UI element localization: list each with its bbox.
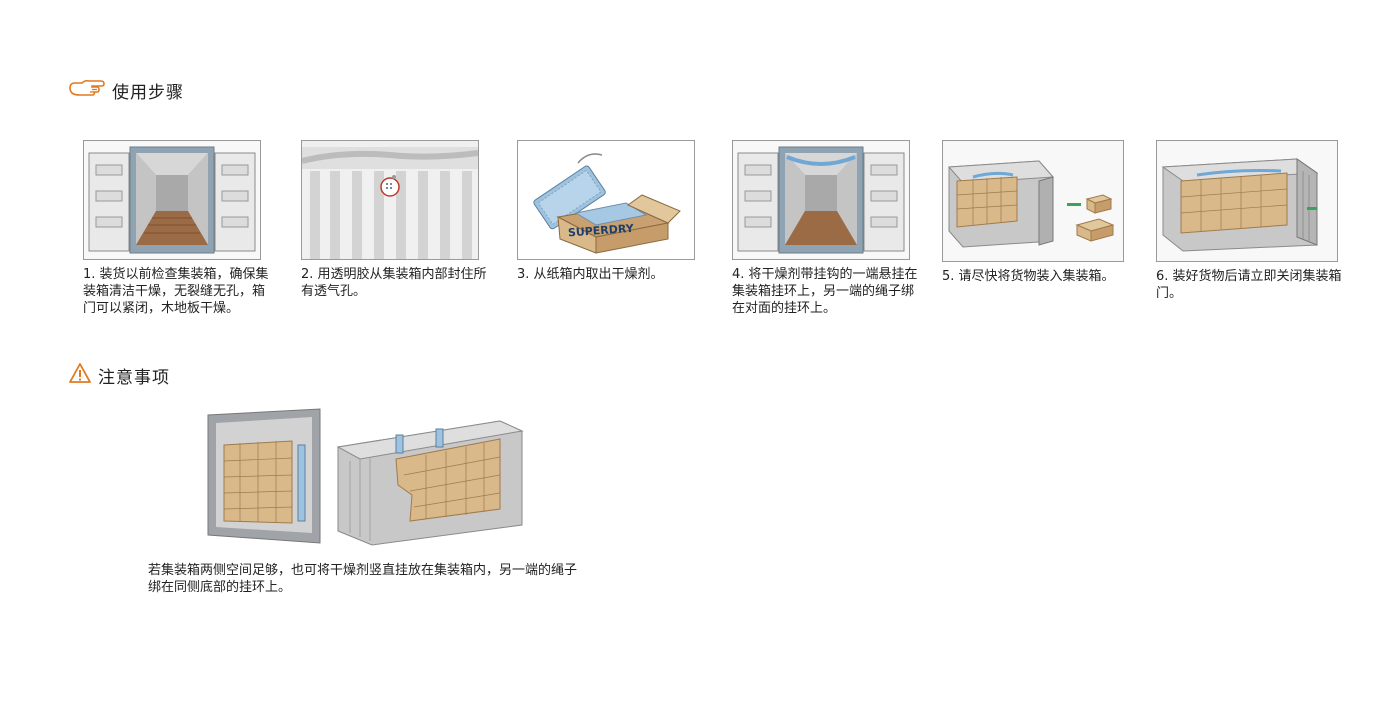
step-4-illustration (732, 140, 910, 260)
step-3-illustration: SUPERDRY (517, 140, 695, 260)
step-3-caption: 3. 从纸箱内取出干燥剂。 (517, 267, 664, 282)
notes-section-header: 注意事项 (68, 362, 170, 388)
step-2-caption: 2. 用透明胶从集装箱内部封住所有透气孔。 (301, 267, 487, 299)
step-6: 6. 装好货物后请立即关闭集装箱门。 (1156, 140, 1346, 302)
step-4: 4. 将干燥剂带挂钩的一端悬挂在集装箱挂环上，另一端的绳子绑在对面的挂环上。 (732, 140, 922, 317)
step-5-illustration (942, 140, 1124, 262)
step-5-caption: 5. 请尽快将货物装入集装箱。 (942, 269, 1115, 284)
step-6-illustration (1156, 140, 1338, 262)
step-6-caption: 6. 装好货物后请立即关闭集装箱门。 (1156, 269, 1342, 301)
superdry-logo: SUPERDRY (567, 222, 635, 240)
step-1-illustration (83, 140, 261, 260)
pointing-hand-icon (68, 77, 106, 103)
steps-section-title: 使用步骤 (112, 82, 184, 103)
note-illustrations (200, 405, 530, 555)
step-4-caption: 4. 将干燥剂带挂钩的一端悬挂在集装箱挂环上，另一端的绳子绑在对面的挂环上。 (732, 267, 918, 316)
notes-section-title: 注意事项 (98, 367, 170, 388)
warning-triangle-icon (68, 362, 92, 388)
step-5: 5. 请尽快将货物装入集装箱。 (942, 140, 1132, 285)
note-caption: 若集装箱两侧空间足够，也可将干燥剂竖直挂放在集装箱内，另一端的绳子绑在同侧底部的… (148, 563, 578, 595)
steps-section-header: 使用步骤 (68, 77, 184, 103)
step-3: SUPERDRY 3. 从纸箱内取出干燥剂。 (517, 140, 707, 283)
step-2-illustration (301, 140, 479, 260)
step-1: 1. 装货以前检查集装箱，确保集装箱清洁干燥，无裂缝无孔，箱门可以紧闭，木地板干… (83, 140, 273, 317)
step-2: 2. 用透明胶从集装箱内部封住所有透气孔。 (301, 140, 491, 300)
step-1-caption: 1. 装货以前检查集装箱，确保集装箱清洁干燥，无裂缝无孔，箱门可以紧闭，木地板干… (83, 267, 269, 316)
